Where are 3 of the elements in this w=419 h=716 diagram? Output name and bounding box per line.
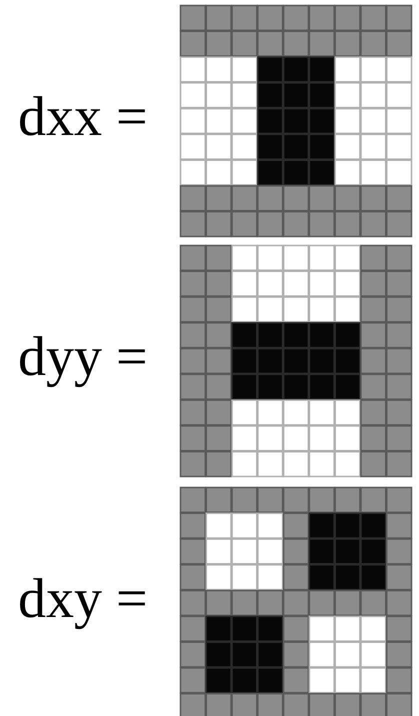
formula-label: dyy = — [18, 329, 148, 385]
formula-label: dxy = — [18, 571, 148, 627]
formula-label: dxx = — [18, 89, 148, 145]
